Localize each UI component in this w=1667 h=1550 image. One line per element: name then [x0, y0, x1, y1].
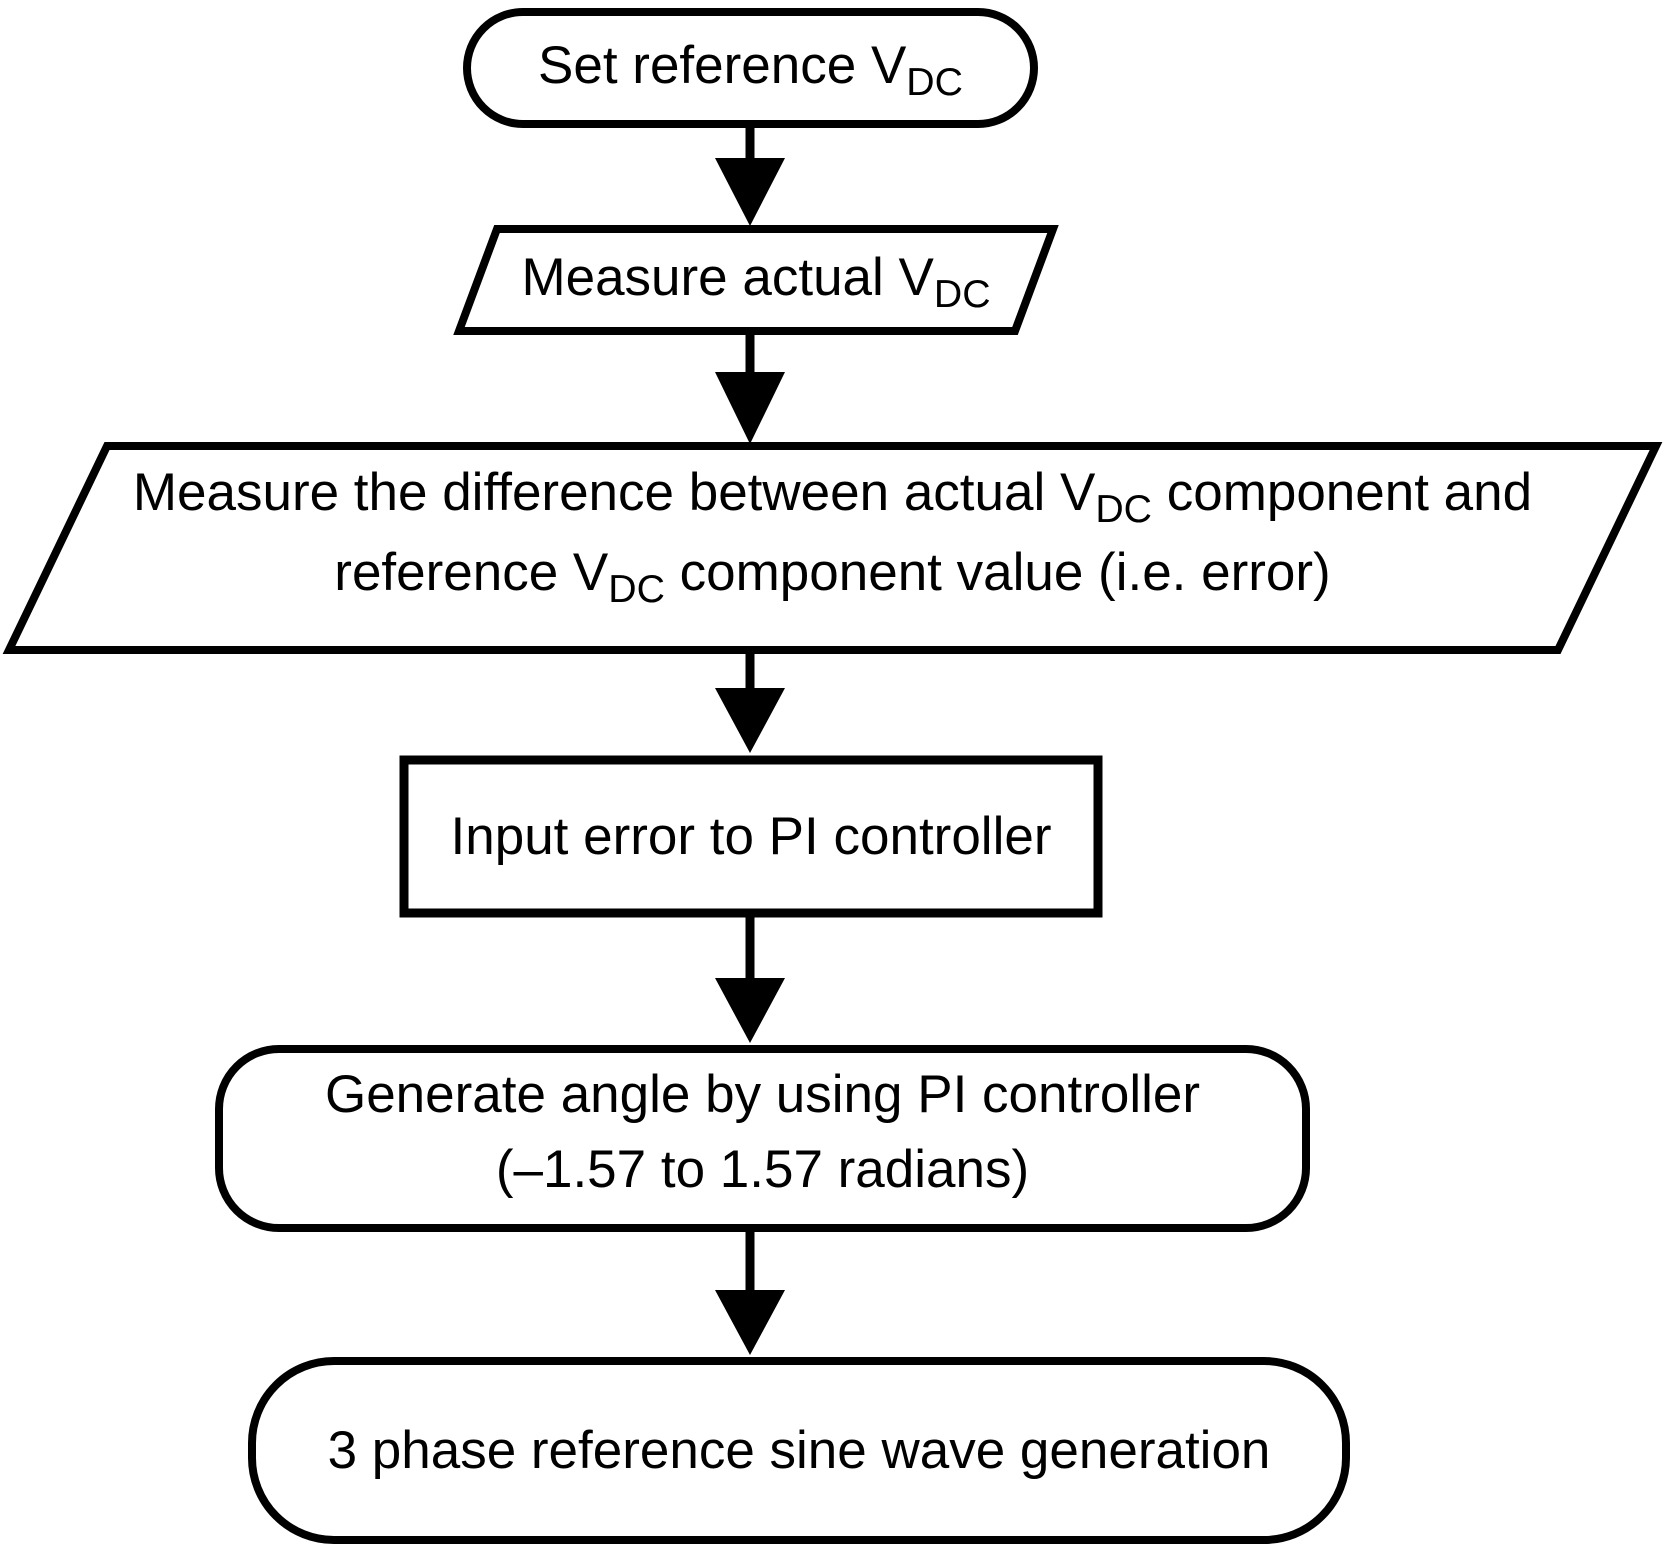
arrow-input-error-to-generate-angle [715, 917, 785, 1043]
label-text: (–1.57 to 1.57 radians) [495, 1139, 1030, 1199]
label-text: 3 phase reference sine wave generation [327, 1421, 1271, 1480]
label-text: component and [1152, 463, 1533, 522]
label-text: Set reference V [538, 36, 907, 95]
label-line-2: reference VDC component value (i.e. erro… [334, 535, 1330, 615]
label-line-1: Measure the difference between actual VD… [133, 455, 1532, 535]
label-text: reference V [334, 543, 609, 602]
subscript-dc: DC [1095, 486, 1152, 531]
node-input-error-label: Input error to PI controller [399, 755, 1103, 918]
subscript-dc: DC [608, 566, 665, 611]
label-text: component value (i.e. error) [664, 543, 1331, 602]
label-text: Measure actual V [521, 248, 934, 307]
arrow-head-icon [715, 1290, 785, 1355]
node-measure-actual-shape [453, 225, 1059, 335]
label-line-1: Generate angle by using PI controller [325, 1057, 1200, 1132]
node-measure-difference-shape [2, 442, 1663, 654]
label-text: Input error to PI controller [450, 807, 1052, 866]
arrow-head-icon [715, 372, 785, 444]
arrow-measure-actual-to-measure-difference [715, 331, 785, 444]
node-set-reference-label: Set reference VDC [463, 8, 1038, 128]
node-measure-difference-label: Measure the difference between actual VD… [9, 446, 1656, 650]
arrow-measure-difference-to-input-error [715, 650, 785, 753]
node-sine-wave-shape [248, 1357, 1350, 1544]
arrow-head-icon [715, 688, 785, 753]
node-measure-actual-label: Measure actual VDC [459, 229, 1053, 331]
node-set-reference-shape [463, 8, 1038, 128]
label-text: Generate angle by using PI controller [324, 1064, 1201, 1124]
label-line: 3 phase reference sine wave generation [328, 1413, 1271, 1488]
node-input-error-shape [399, 755, 1103, 918]
arrow-set-reference-to-measure-actual [715, 126, 785, 226]
subscript-dc: DC [906, 59, 963, 104]
label-line: Input error to PI controller [451, 799, 1052, 874]
label-line-2: (–1.57 to 1.57 radians) [496, 1132, 1029, 1207]
arrow-head-icon [715, 158, 785, 226]
node-generate-angle-shape [215, 1045, 1310, 1232]
label-line: Measure actual VDC [521, 240, 990, 320]
node-generate-angle-label: Generate angle by using PI controller (–… [215, 1045, 1310, 1232]
label-line: Set reference VDC [538, 28, 963, 108]
label-text: Measure the difference between actual V [132, 463, 1096, 522]
arrow-head-icon [715, 978, 785, 1043]
arrow-generate-angle-to-sine-wave [715, 1228, 785, 1355]
node-sine-wave-label: 3 phase reference sine wave generation [248, 1357, 1350, 1544]
subscript-dc: DC [933, 271, 991, 316]
